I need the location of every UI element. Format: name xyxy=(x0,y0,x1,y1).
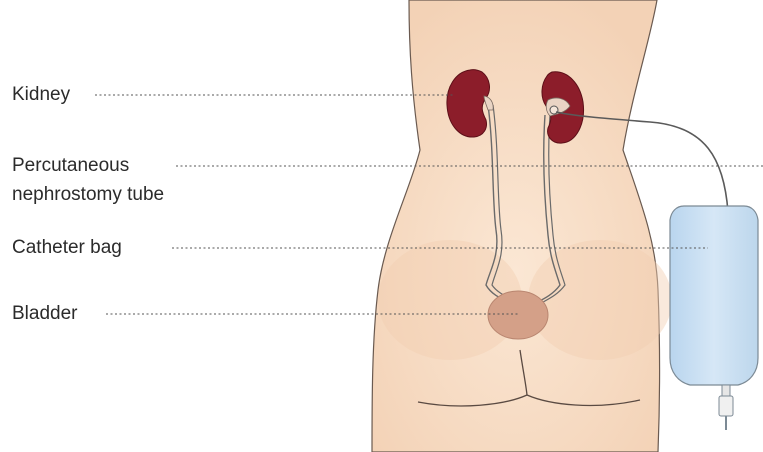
label-bladder: Bladder xyxy=(12,301,78,327)
bag-outlet xyxy=(722,385,730,397)
catheter-bag xyxy=(670,206,758,385)
bag-drain-valve xyxy=(719,396,733,416)
label-tube-line2: nephrostomy tube xyxy=(12,182,164,208)
label-catheter-bag: Catheter bag xyxy=(12,235,122,261)
label-kidney: Kidney xyxy=(12,82,70,108)
torso xyxy=(372,0,660,452)
label-tube-line1: Percutaneous xyxy=(12,153,129,179)
buttock-shade-right xyxy=(528,240,672,360)
bladder xyxy=(488,291,548,339)
